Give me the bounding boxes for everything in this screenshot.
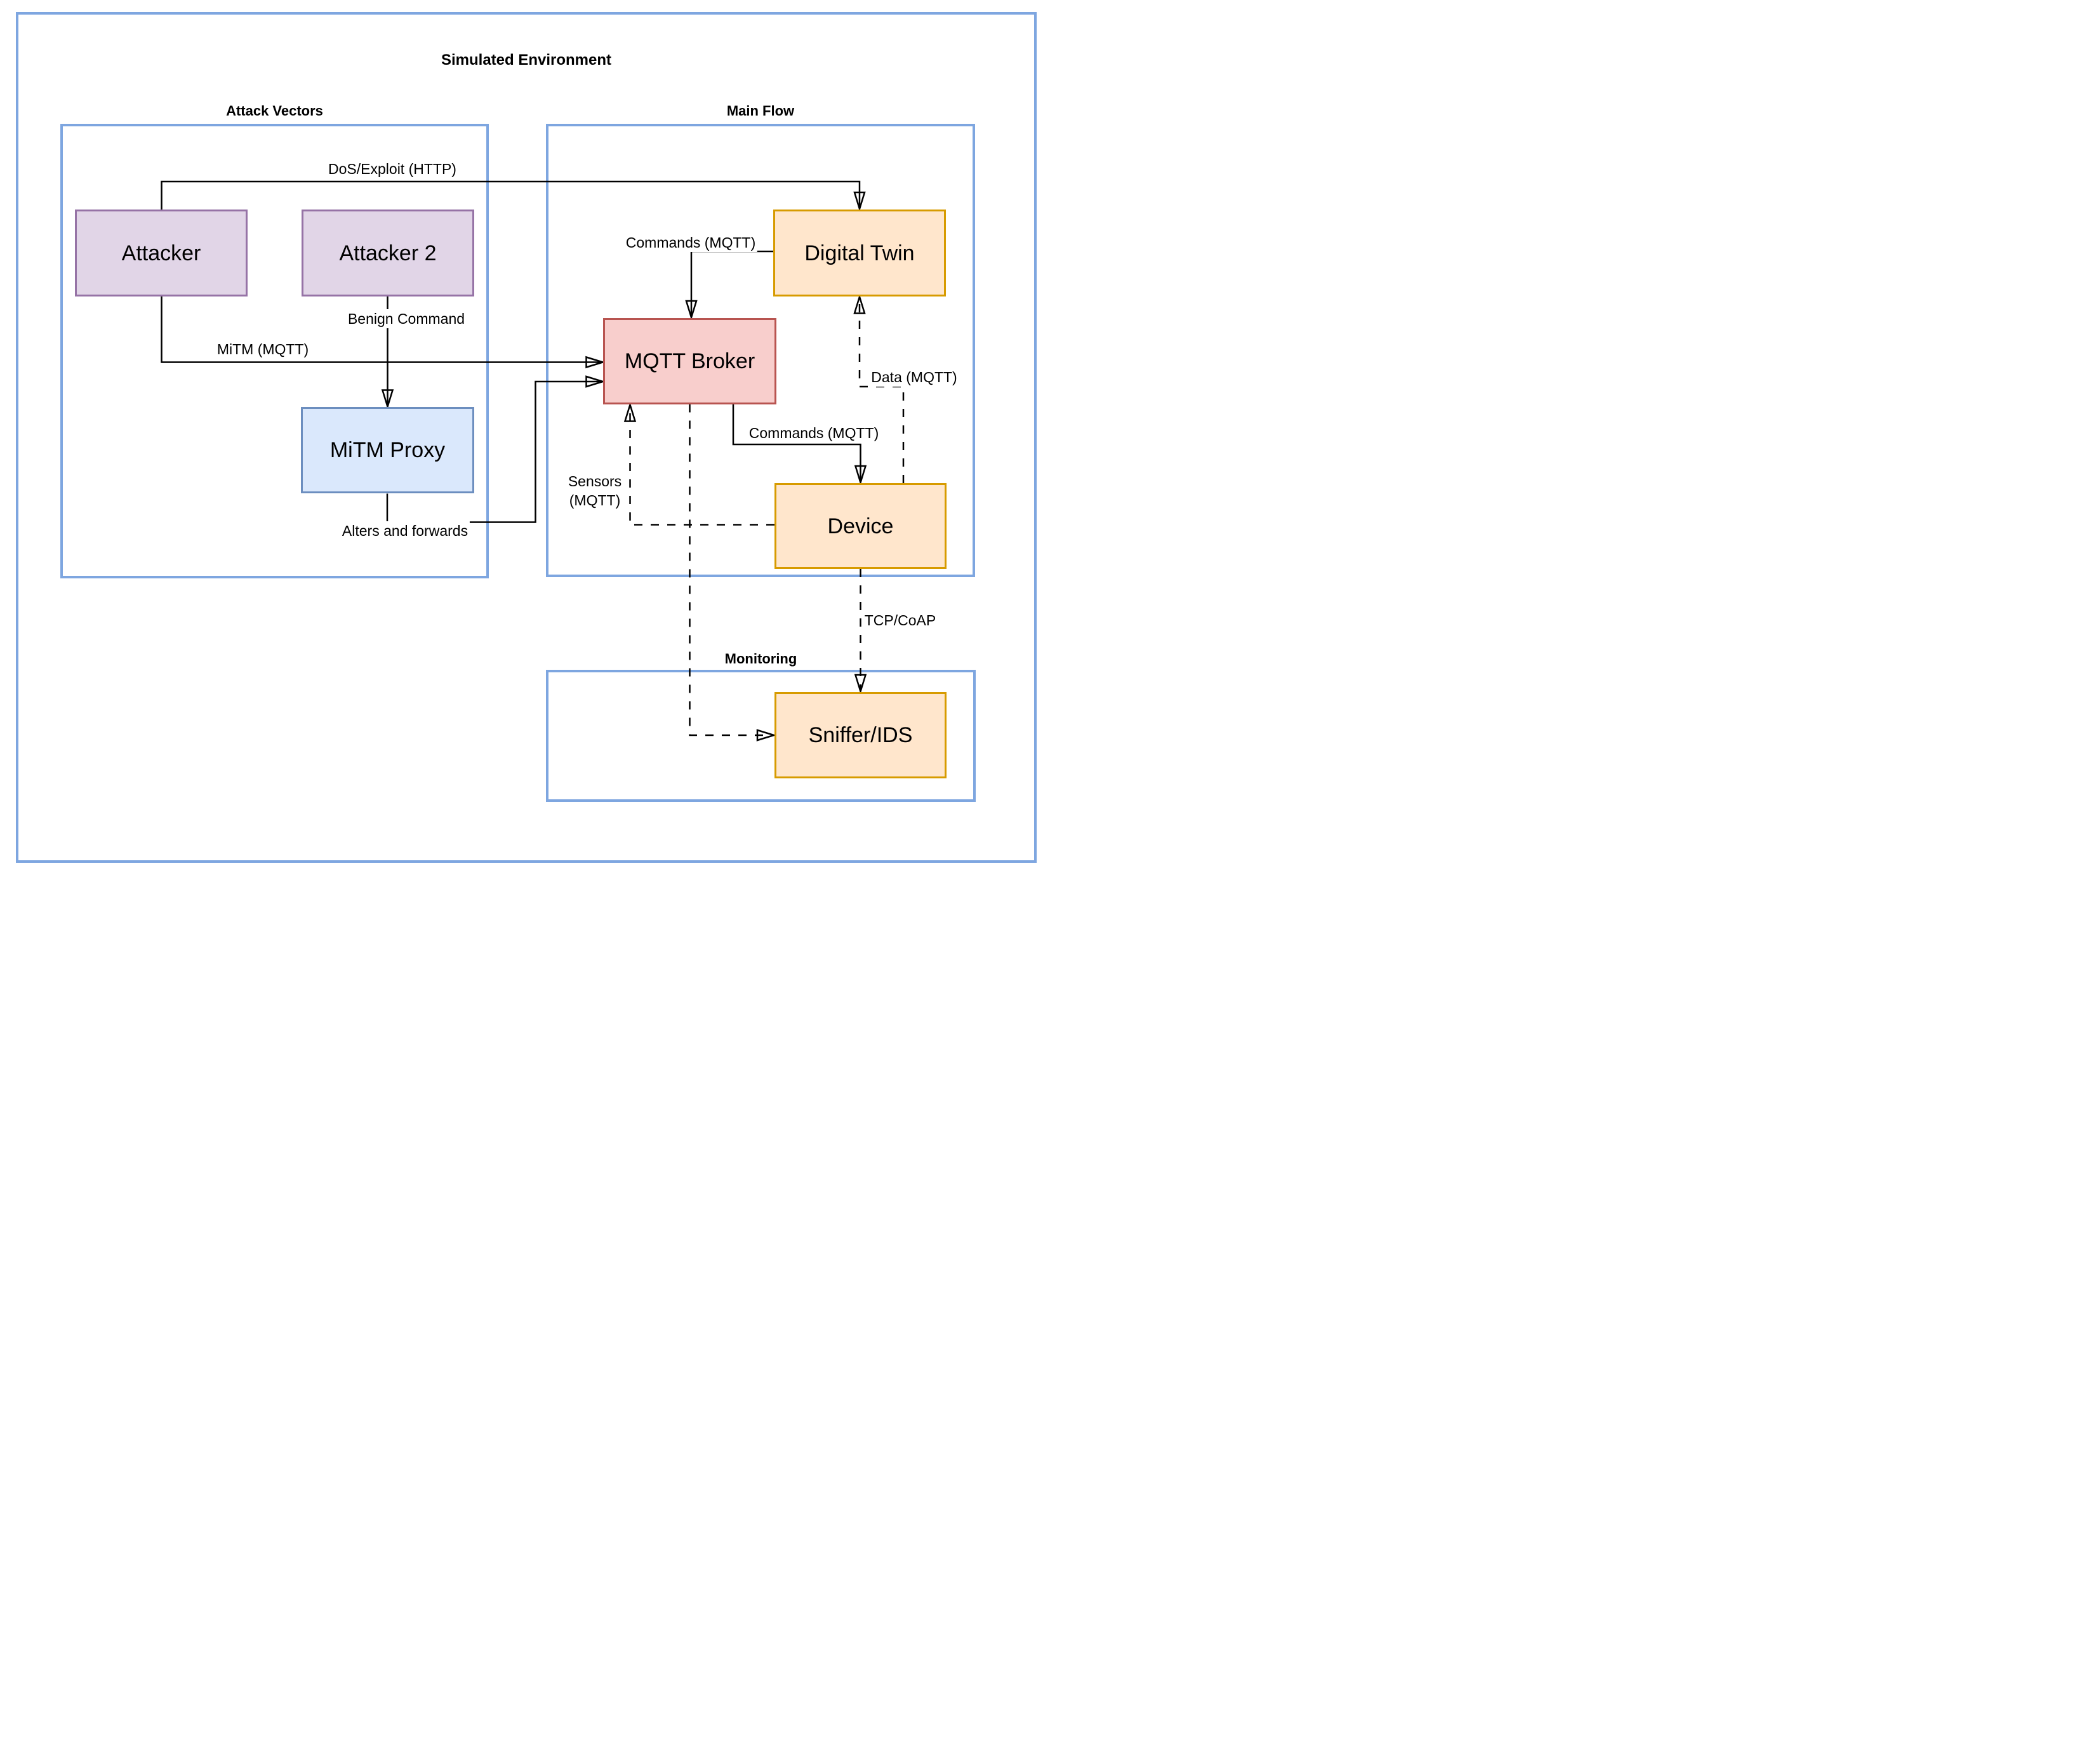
- node-device-label: Device: [827, 514, 894, 538]
- node-sniffer-ids-label: Sniffer/IDS: [808, 723, 913, 747]
- node-device: Device: [774, 483, 947, 569]
- group-attack-vectors-label: Attack Vectors: [226, 103, 323, 119]
- edge-broker-to-sniffer: [689, 404, 774, 736]
- edge-alters-and-forwards: [386, 382, 602, 523]
- edge-data-mqtt: [860, 297, 905, 483]
- edge-commands-to-broker: [691, 250, 774, 317]
- edge-label-alters-and-forwards: Alters and forwards: [340, 521, 470, 540]
- diagram-canvas: Simulated Environment Attack Vectors Mai…: [0, 0, 1050, 876]
- node-attacker2-label: Attacker 2: [339, 241, 437, 265]
- edge-label-commands-to-broker: Commands (MQTT): [623, 233, 758, 252]
- node-mqtt-broker: MQTT Broker: [603, 318, 776, 404]
- node-mitm-proxy: MiTM Proxy: [301, 407, 474, 493]
- group-main-flow: [546, 124, 975, 577]
- diagram-title: Simulated Environment: [441, 51, 612, 69]
- simulated-environment-box: [16, 12, 1037, 863]
- connectors-layer: [161, 180, 905, 876]
- node-attacker: Attacker: [75, 210, 248, 296]
- group-monitoring: [546, 670, 976, 802]
- edge-label-tcp-coap: TCP/CoAP: [862, 611, 938, 630]
- edge-commands-to-device: [732, 404, 861, 483]
- node-sniffer-ids: Sniffer/IDS: [774, 692, 947, 778]
- node-digital-twin-label: Digital Twin: [804, 241, 915, 265]
- edge-label-data-mqtt: Data (MQTT): [869, 368, 959, 387]
- edge-label-sensors-line2: (MQTT): [569, 492, 621, 509]
- node-attacker-label: Attacker: [121, 241, 201, 265]
- group-main-flow-label: Main Flow: [726, 103, 795, 119]
- edge-label-sensors-line1: Sensors: [568, 473, 622, 489]
- node-mitm-proxy-label: MiTM Proxy: [329, 438, 446, 462]
- edge-mitm-mqtt: [161, 296, 603, 363]
- edge-label-dos-exploit: DoS/Exploit (HTTP): [326, 159, 458, 178]
- edge-label-sensors-mqtt: Sensors (MQTT): [566, 472, 624, 510]
- node-attacker2: Attacker 2: [302, 210, 474, 296]
- edge-label-commands-to-device: Commands (MQTT): [747, 423, 881, 443]
- node-digital-twin: Digital Twin: [773, 210, 946, 296]
- edge-label-mitm-mqtt: MiTM (MQTT): [215, 340, 311, 359]
- edge-label-benign-command: Benign Command: [345, 309, 467, 328]
- group-attack-vectors: [60, 124, 489, 578]
- edge-dos-exploit: [161, 180, 860, 210]
- group-monitoring-label: Monitoring: [724, 651, 797, 667]
- node-mqtt-broker-label: MQTT Broker: [624, 349, 755, 373]
